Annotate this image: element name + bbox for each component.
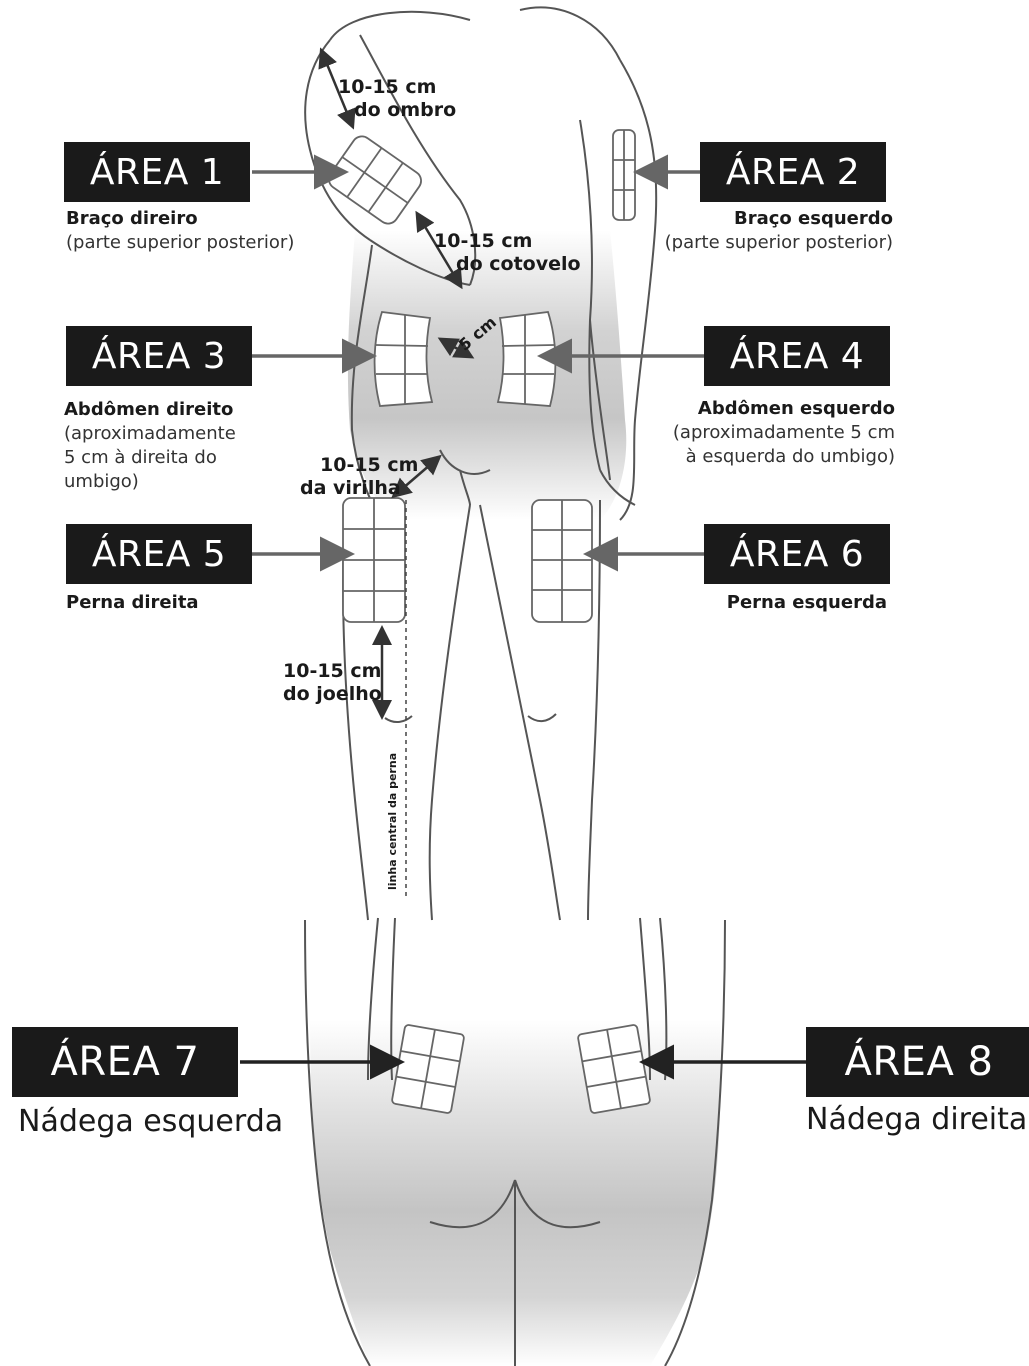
knee-distance-ref: do joelho bbox=[283, 683, 382, 706]
area-4-detail-line: à esquerda do umbigo) bbox=[673, 445, 895, 469]
groin-distance-value: 10-15 cm bbox=[300, 454, 418, 477]
area-1-detail: (parte superior posterior) bbox=[66, 231, 294, 255]
area-8-label: ÁREA 8 bbox=[806, 1027, 1029, 1097]
area-3-detail-line: (aproximadamente bbox=[64, 422, 236, 446]
elbow-distance-note: 10-15 cm do cotovelo bbox=[434, 230, 581, 276]
area-4-caption: Abdômen esquerdo (aproximadamente 5 cm à… bbox=[673, 397, 895, 469]
shoulder-distance-note: 10-15 cm do ombro bbox=[338, 76, 456, 122]
area-5-caption: Perna direita bbox=[66, 591, 199, 615]
knee-distance-value: 10-15 cm bbox=[283, 660, 382, 683]
area-2-caption: Braço esquerdo (parte superior posterior… bbox=[665, 207, 893, 255]
buttocks-outline bbox=[305, 918, 725, 1366]
area-5-title: Perna direita bbox=[66, 591, 199, 615]
groin-distance-note: 10-15 cm da virilha bbox=[300, 454, 418, 500]
knee-distance-note: 10-15 cm do joelho bbox=[283, 660, 382, 706]
area-7-caption: Nádega esquerda bbox=[18, 1104, 283, 1139]
area-1-caption: Braço direiro (parte superior posterior) bbox=[66, 207, 294, 255]
leg-center-line-label: linha central da perna bbox=[386, 753, 399, 890]
area-5-label: ÁREA 5 bbox=[66, 524, 252, 584]
area-1-title: Braço direiro bbox=[66, 207, 294, 231]
area-2-detail: (parte superior posterior) bbox=[665, 231, 893, 255]
area-8-caption: Nádega direita bbox=[806, 1102, 1027, 1137]
area-1-label: ÁREA 1 bbox=[64, 142, 250, 202]
shoulder-distance-value: 10-15 cm bbox=[338, 76, 456, 99]
shoulder-distance-ref: do ombro bbox=[338, 99, 456, 122]
area-2-label: ÁREA 2 bbox=[700, 142, 886, 202]
area-6-title: Perna esquerda bbox=[727, 591, 887, 615]
elbow-distance-ref: do cotovelo bbox=[434, 253, 581, 276]
area-4-label: ÁREA 4 bbox=[704, 326, 890, 386]
area-3-label: ÁREA 3 bbox=[66, 326, 252, 386]
area-3-title: Abdômen direito bbox=[64, 398, 236, 422]
area-3-detail-line: umbigo) bbox=[64, 470, 236, 494]
area-2-title: Braço esquerdo bbox=[665, 207, 893, 231]
area-6-label: ÁREA 6 bbox=[704, 524, 890, 584]
groin-distance-ref: da virilha bbox=[300, 477, 418, 500]
area-6-caption: Perna esquerda bbox=[727, 591, 887, 615]
area-3-caption: Abdômen direito (aproximadamente 5 cm à … bbox=[64, 398, 236, 494]
area-4-detail-line: (aproximadamente 5 cm bbox=[673, 421, 895, 445]
elbow-distance-value: 10-15 cm bbox=[434, 230, 581, 253]
area-7-label: ÁREA 7 bbox=[12, 1027, 238, 1097]
area-4-title: Abdômen esquerdo bbox=[673, 397, 895, 421]
area-3-detail-line: 5 cm à direita do bbox=[64, 446, 236, 470]
